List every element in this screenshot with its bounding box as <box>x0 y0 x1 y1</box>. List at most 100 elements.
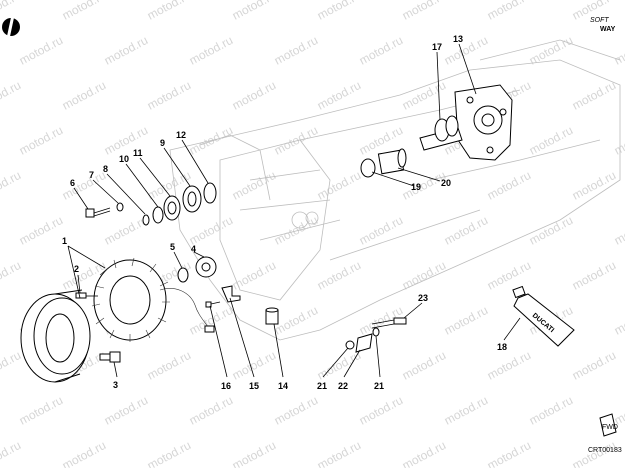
watermark-text: motod.ru <box>315 78 363 113</box>
pump-shaft-part-17 <box>419 115 463 151</box>
callout-20: 20 <box>441 178 451 188</box>
watermark-text: motod.ru <box>0 78 23 113</box>
flywheel-stator-assembly <box>20 257 215 383</box>
callout-9: 9 <box>160 138 165 148</box>
watermark-text: motod.ru <box>485 348 533 383</box>
callout-labels: 1 2 3 4 5 6 7 8 9 10 11 12 13 14 15 16 1… <box>62 34 507 391</box>
bearing-stack <box>152 182 217 224</box>
watermark-text: motod.ru <box>400 438 448 468</box>
stator-coil <box>91 257 170 342</box>
softway-logo: SOFT WAY <box>590 17 616 33</box>
clip-part-22 <box>355 333 373 353</box>
watermark-text: motod.ru <box>442 213 490 248</box>
callout-22: 22 <box>338 381 348 391</box>
watermark-text: motod.ru <box>315 168 363 203</box>
watermark-text: motod.ru <box>357 33 405 68</box>
washer-part-8 <box>142 214 150 226</box>
watermark-text: motod.ru <box>612 123 625 158</box>
watermark-text: motod.ru <box>272 303 320 338</box>
logo-line-2: WAY <box>600 26 616 33</box>
callout-19: 19 <box>411 182 421 192</box>
watermark-text: motod.ru <box>570 78 618 113</box>
callout-14: 14 <box>278 381 288 391</box>
washer-part-21-left <box>345 340 355 350</box>
watermark-text: motod.ru <box>17 33 65 68</box>
bolt-part-3 <box>99 351 121 363</box>
watermark-text: motod.ru <box>272 33 320 68</box>
watermark-text: motod.ru <box>485 258 533 293</box>
leader-lines <box>67 43 521 378</box>
watermark-text: motod.ru <box>400 78 448 113</box>
watermark-text: motod.ru <box>60 168 108 203</box>
watermark-text: motod.ru <box>570 258 618 293</box>
watermark-text: motod.ru <box>60 0 108 23</box>
watermark-text: motod.ru <box>102 33 150 68</box>
watermark-text: motod.ru <box>442 393 490 428</box>
callout-2: 2 <box>74 264 79 274</box>
callout-10: 10 <box>119 154 129 164</box>
watermark-text: motod.ru <box>315 0 363 23</box>
callout-11: 11 <box>133 148 143 158</box>
logo-line-1: SOFT <box>590 17 609 24</box>
watermark-text: motod.ru <box>0 438 23 468</box>
watermark-text: motod.ru <box>272 123 320 158</box>
watermark-text: motod.ru <box>17 213 65 248</box>
fwd-label: FWD <box>602 424 618 431</box>
watermark-text: motod.ru <box>485 168 533 203</box>
watermark-text: motod.ru <box>102 393 150 428</box>
callout-15: 15 <box>249 381 259 391</box>
callout-17: 17 <box>432 42 442 52</box>
watermark-text: motod.ru <box>230 258 278 293</box>
bearing-part-4 <box>195 256 217 278</box>
seal-part-19 <box>360 158 376 178</box>
watermark-text: motod.ru <box>230 348 278 383</box>
screw-part-2 <box>75 292 98 299</box>
bolt-part-6 <box>85 207 111 218</box>
watermark-text: motod.ru <box>187 213 235 248</box>
watermark-text: motod.ru <box>230 78 278 113</box>
circlip-part-5 <box>177 267 189 283</box>
bushing-part-20 <box>377 148 407 175</box>
reference-code: CRT00183 <box>588 447 622 454</box>
watermark-text: motod.ru <box>442 33 490 68</box>
watermark-text: motod.ru <box>485 438 533 468</box>
callout-12: 12 <box>176 130 186 140</box>
watermark-text: motod.ru <box>145 348 193 383</box>
callout-13: 13 <box>453 34 463 44</box>
callout-8: 8 <box>103 164 108 174</box>
watermark-text: motod.ru <box>315 438 363 468</box>
watermark-text: motod.ru <box>612 33 625 68</box>
watermark-text: motod.ru <box>0 258 23 293</box>
watermark-text: motod.ru <box>357 213 405 248</box>
watermark-text: motod.ru <box>527 393 575 428</box>
watermark-text: motod.ru <box>315 258 363 293</box>
washer-part-21-right <box>372 327 380 337</box>
watermark-text: motod.ru <box>145 0 193 23</box>
watermark-text: motod.ru <box>570 348 618 383</box>
watermark-text: motod.ru <box>612 213 625 248</box>
callout-5: 5 <box>170 242 175 252</box>
watermark-text: motod.ru <box>0 348 23 383</box>
watermark-text: motod.ru <box>230 438 278 468</box>
watermark-text: motod.ru <box>400 258 448 293</box>
watermark-text: motod.ru <box>230 168 278 203</box>
water-pump-body <box>454 84 513 161</box>
watermark-text: motod.ru <box>315 348 363 383</box>
watermark-text: motod.ru <box>527 33 575 68</box>
callout-6: 6 <box>70 178 75 188</box>
callout-21-left: 21 <box>317 381 327 391</box>
watermark-text: motod.ru <box>145 438 193 468</box>
callout-1: 1 <box>62 236 67 246</box>
watermark-text: motod.ru <box>230 0 278 23</box>
clamp-part-15 <box>221 285 241 303</box>
watermark-text: motod.ru <box>145 78 193 113</box>
callout-18: 18 <box>497 342 507 352</box>
watermark-text: motod.ru <box>485 0 533 23</box>
watermark-text: motod.ru <box>612 303 625 338</box>
callout-3: 3 <box>113 380 118 390</box>
watermark-text: motod.ru <box>272 213 320 248</box>
callout-16: 16 <box>221 381 231 391</box>
screw-part-16 <box>205 301 221 308</box>
